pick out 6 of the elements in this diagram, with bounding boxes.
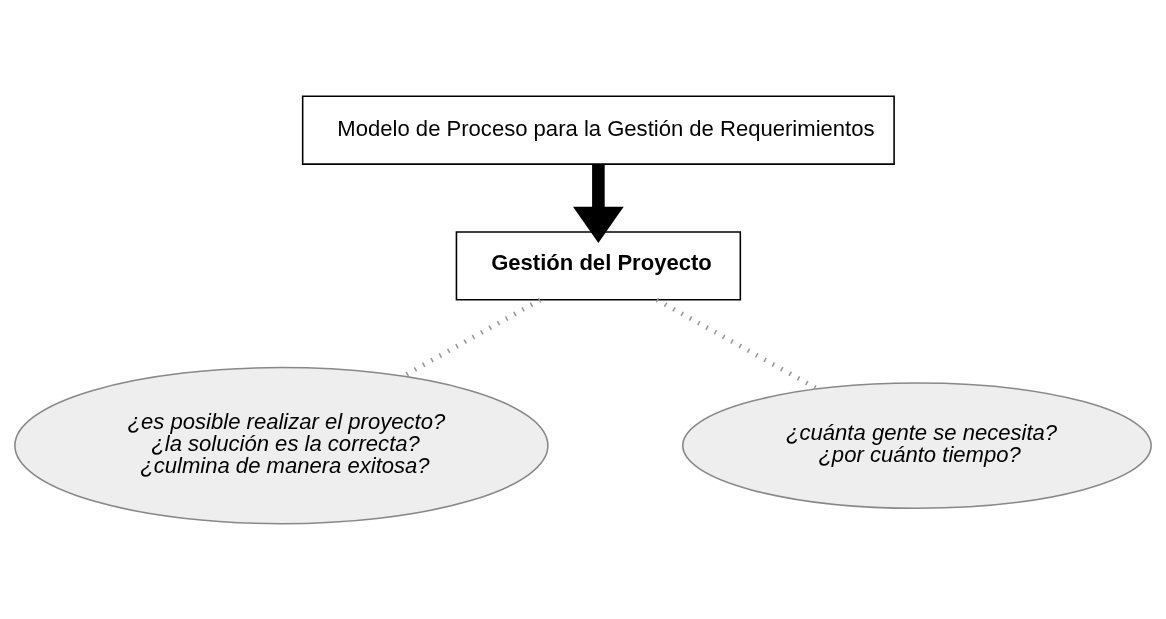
node-ellipse: ¿cuánta gente se necesita? ¿por cuánto tiempo? — [682, 381, 1152, 509]
connector — [655, 297, 819, 391]
arrow — [573, 164, 624, 243]
node-ellipse: ¿es posible realizar el proyecto? ¿la solución es la correcta? ¿culmina de manera exitosa? — [14, 366, 549, 524]
node-box: Gestión del Proyecto — [455, 230, 742, 301]
node-box: Modelo de Proceso para la Gestión de Requerimientos — [301, 95, 895, 165]
